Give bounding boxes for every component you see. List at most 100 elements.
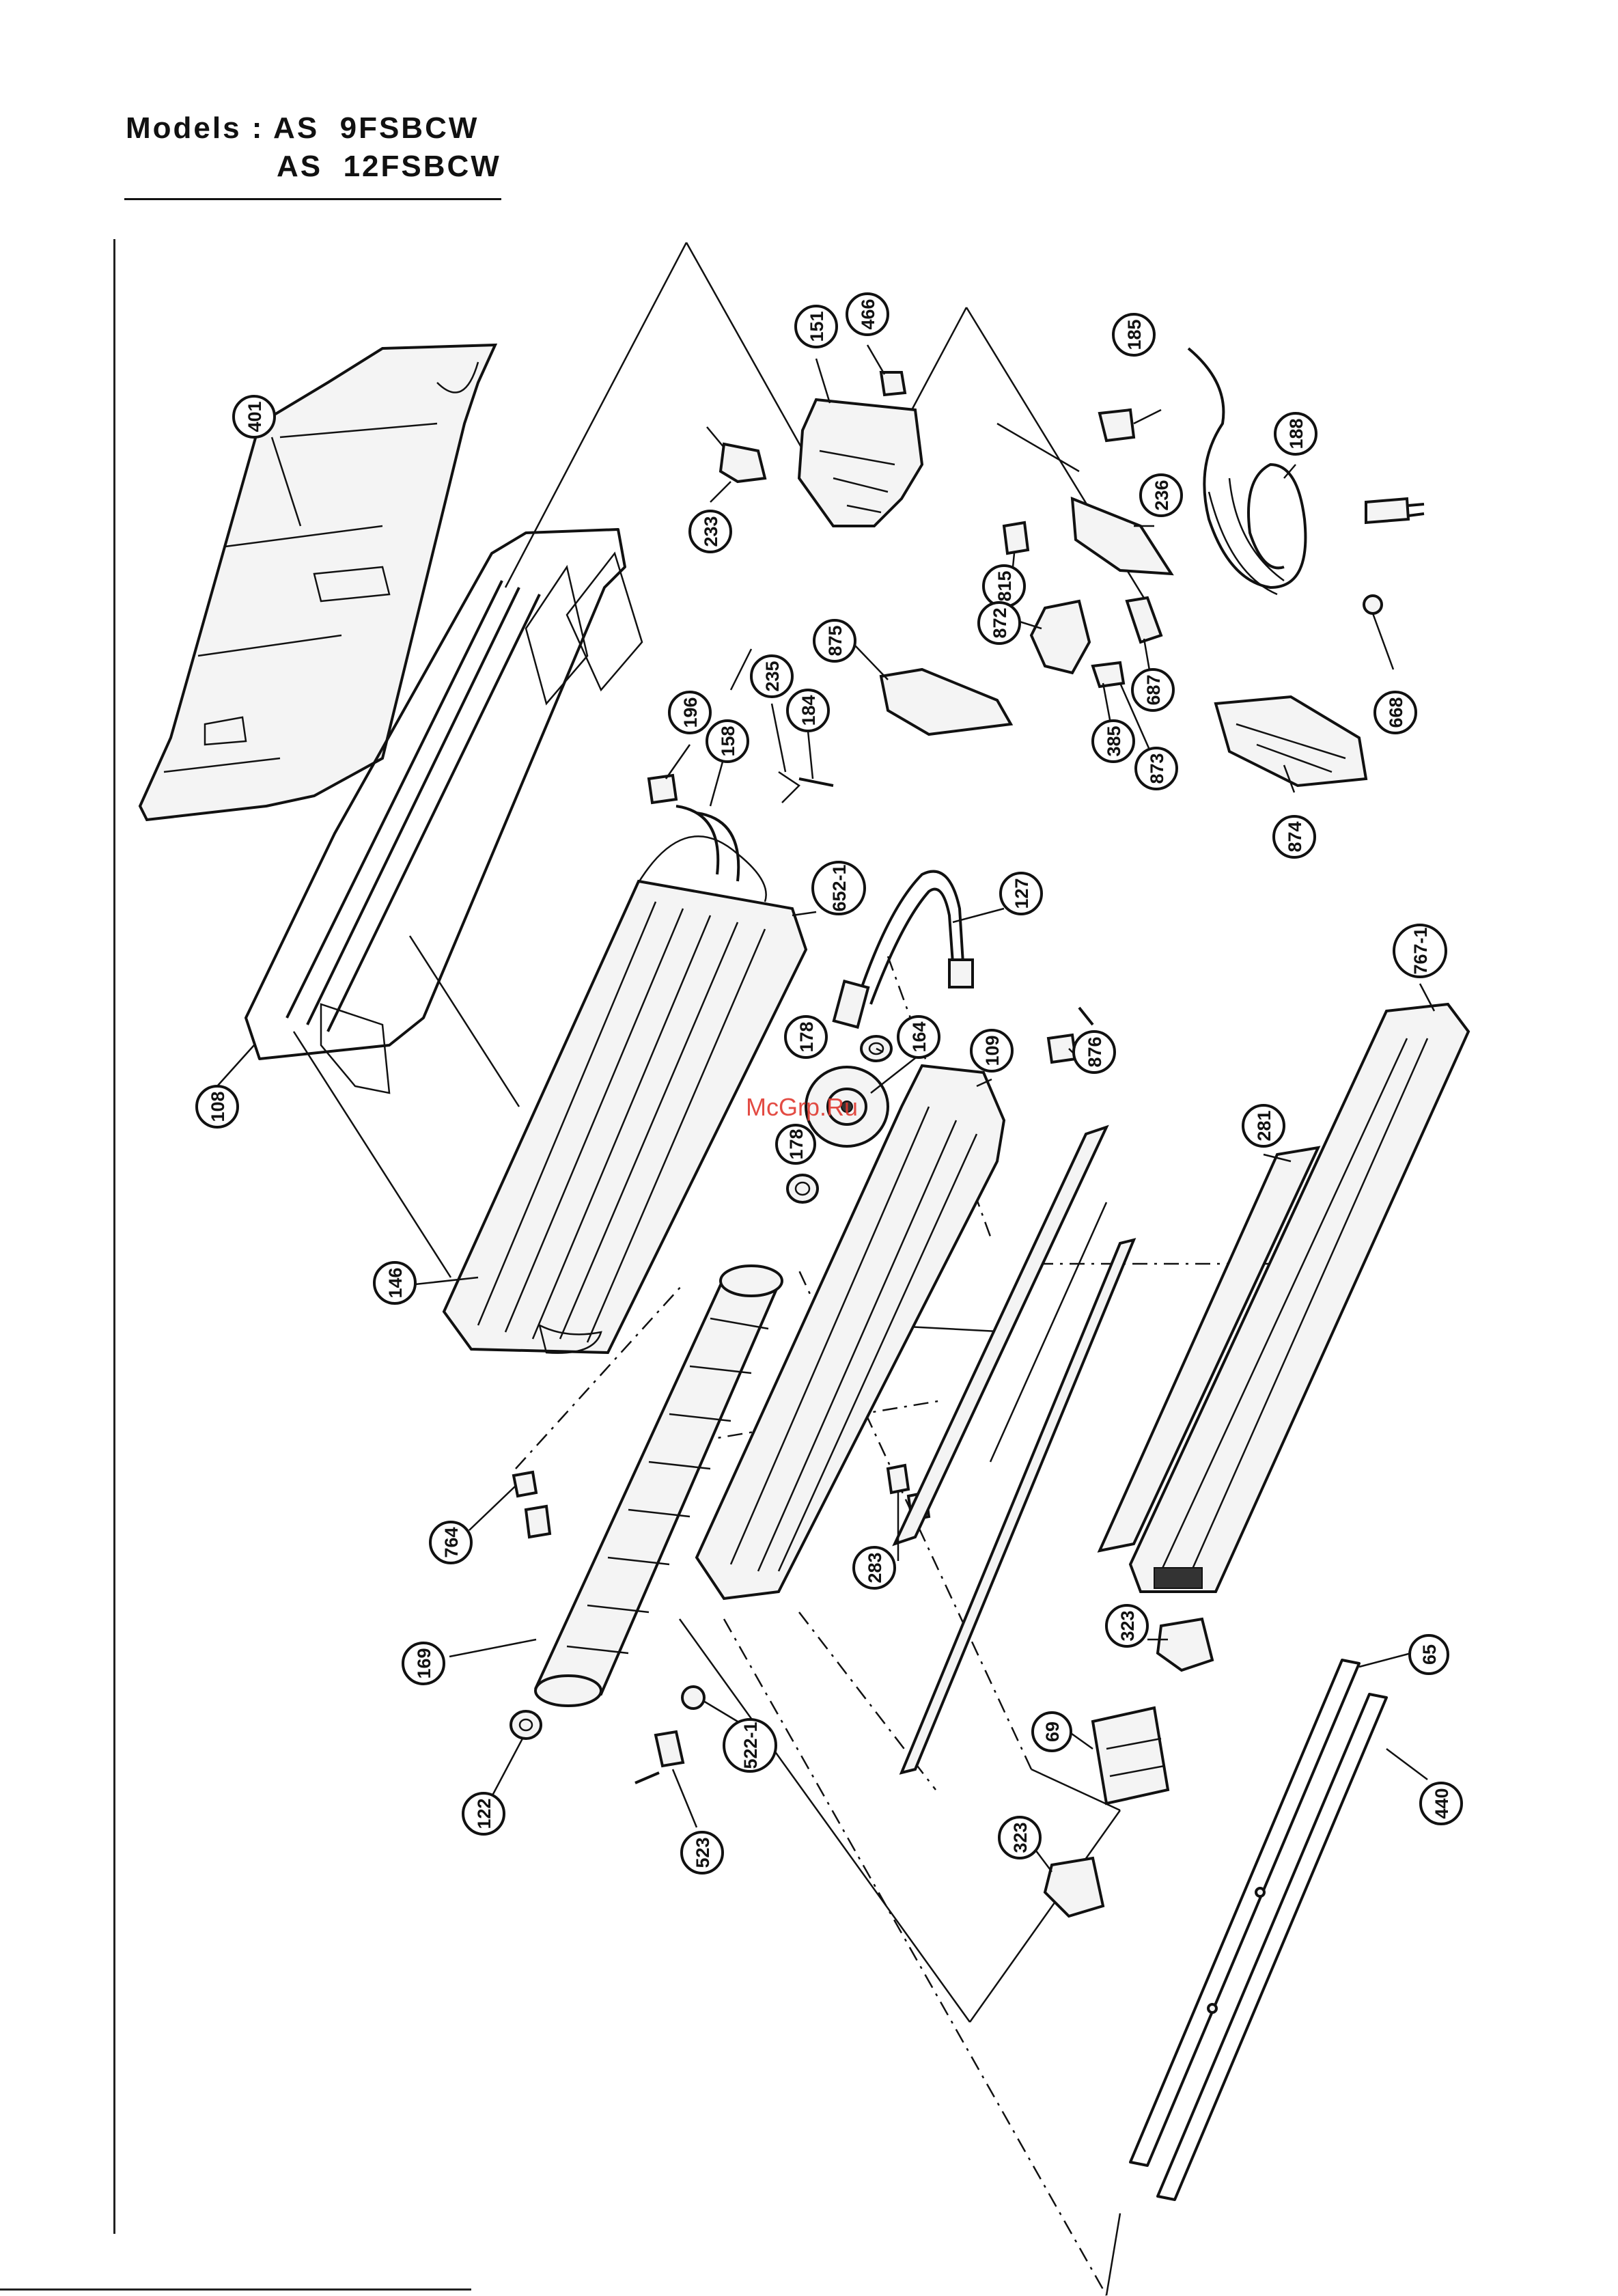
callout-label-184: 184 <box>798 695 819 725</box>
callout-122: 122 <box>463 1793 504 1834</box>
callout-283: 283 <box>854 1547 895 1588</box>
callout-label-236: 236 <box>1152 480 1172 510</box>
callout-label-281: 281 <box>1254 1110 1274 1141</box>
callout-109: 109 <box>971 1030 1012 1071</box>
callout-875: 875 <box>814 620 855 661</box>
part-196-clamp <box>649 775 676 803</box>
callout-164: 164 <box>898 1016 939 1057</box>
part-815-connector <box>1004 523 1028 553</box>
callout-label-283: 283 <box>865 1552 885 1583</box>
callout-label-235: 235 <box>762 661 783 691</box>
callout-label-815: 815 <box>994 570 1015 601</box>
callout-label-873: 873 <box>1147 753 1167 784</box>
callout-178-lower: 178 <box>777 1125 815 1163</box>
part-184-screw <box>799 779 833 786</box>
callout-label-233: 233 <box>701 516 721 547</box>
part-185-holder <box>1100 410 1161 441</box>
callout-233: 233 <box>690 511 731 552</box>
callout-668: 668 <box>1375 692 1416 733</box>
callout-label-466: 466 <box>858 299 878 329</box>
callout-label-440: 440 <box>1432 1788 1452 1818</box>
part-767-1-front-panel <box>1130 1004 1468 1592</box>
callout-label-767-1: 767-1 <box>1410 927 1431 974</box>
callout-323-lower: 323 <box>999 1817 1040 1858</box>
part-188-power-cord <box>1188 348 1424 594</box>
callout-872: 872 <box>979 603 1020 644</box>
callout-169: 169 <box>403 1643 444 1684</box>
part-65-horizontal-louver <box>1130 1660 1359 2166</box>
callout-323-upper: 323 <box>1106 1605 1147 1646</box>
callout-401: 401 <box>234 396 275 437</box>
callout-235: 235 <box>751 656 792 697</box>
callout-label-178-lower: 178 <box>786 1129 807 1159</box>
callout-188: 188 <box>1275 413 1316 454</box>
callout-767-1: 767-1 <box>1394 925 1446 977</box>
callout-label-108: 108 <box>208 1091 228 1122</box>
callout-522-1: 522-1 <box>724 1719 776 1771</box>
callout-385: 385 <box>1093 721 1134 762</box>
callout-label-146: 146 <box>385 1267 406 1298</box>
callout-label-188: 188 <box>1286 418 1307 449</box>
callout-236: 236 <box>1141 475 1182 516</box>
part-323-clip-upper <box>1158 1619 1212 1670</box>
callout-label-109: 109 <box>982 1035 1003 1066</box>
callout-158: 158 <box>707 721 748 762</box>
part-466-clip <box>867 345 905 395</box>
callout-label-323-upper: 323 <box>1117 1610 1138 1641</box>
callout-146: 146 <box>374 1262 415 1303</box>
part-874-electrical-box <box>1216 697 1366 786</box>
callout-151: 151 <box>796 306 837 347</box>
callout-label-65: 65 <box>1419 1644 1440 1665</box>
callout-label-69: 69 <box>1042 1721 1063 1742</box>
watermark-text: McGrp.Ru <box>746 1093 858 1122</box>
part-69-louver-set <box>1093 1708 1168 1803</box>
callout-label-158: 158 <box>718 725 738 756</box>
part-872-terminal <box>1031 601 1089 673</box>
callout-127: 127 <box>1001 873 1042 914</box>
callout-label-164: 164 <box>909 1021 930 1052</box>
callout-label-323-lower: 323 <box>1010 1822 1031 1853</box>
part-522-1-bearing-holder <box>682 1687 704 1709</box>
callout-466: 466 <box>847 294 888 335</box>
callout-69: 69 <box>1033 1713 1071 1751</box>
callout-label-169: 169 <box>414 1648 434 1678</box>
callout-label-401: 401 <box>245 401 265 432</box>
callout-873: 873 <box>1136 748 1177 789</box>
part-151-control-box <box>799 400 922 526</box>
callout-label-127: 127 <box>1012 878 1032 909</box>
part-764-rubber-mount <box>514 1472 550 1537</box>
callout-687: 687 <box>1132 669 1173 710</box>
part-668-screw <box>1364 596 1393 669</box>
callout-815: 815 <box>984 566 1024 607</box>
part-122-bearing <box>511 1711 541 1739</box>
callout-label-196: 196 <box>680 697 701 728</box>
callout-label-523: 523 <box>693 1837 713 1868</box>
callout-108: 108 <box>197 1086 238 1127</box>
callout-label-764: 764 <box>441 1527 462 1558</box>
callout-65: 65 <box>1410 1635 1448 1674</box>
callout-874: 874 <box>1274 816 1315 857</box>
callout-label-876: 876 <box>1085 1036 1105 1067</box>
callout-label-874: 874 <box>1285 821 1305 852</box>
callout-281: 281 <box>1243 1105 1284 1146</box>
callout-label-385: 385 <box>1104 725 1124 756</box>
callout-178-upper: 178 <box>785 1016 826 1057</box>
callout-label-122: 122 <box>474 1798 494 1829</box>
callout-label-872: 872 <box>990 607 1010 638</box>
callout-523: 523 <box>682 1832 723 1873</box>
callout-label-185: 185 <box>1124 319 1145 350</box>
callout-764: 764 <box>430 1522 471 1563</box>
part-323-clip-lower <box>1045 1858 1103 1916</box>
part-158-pipe <box>676 806 738 881</box>
callout-label-151: 151 <box>807 311 827 342</box>
callout-label-668: 668 <box>1386 697 1406 728</box>
part-440-horizontal-louver <box>1158 1694 1386 2200</box>
part-233-bracket <box>707 427 765 482</box>
callout-440: 440 <box>1421 1783 1462 1824</box>
callout-185: 185 <box>1113 314 1154 355</box>
callout-label-178-upper: 178 <box>796 1021 817 1052</box>
callout-label-875: 875 <box>825 625 846 656</box>
part-875-cover <box>881 669 1011 734</box>
part-235-bracket <box>779 772 799 803</box>
